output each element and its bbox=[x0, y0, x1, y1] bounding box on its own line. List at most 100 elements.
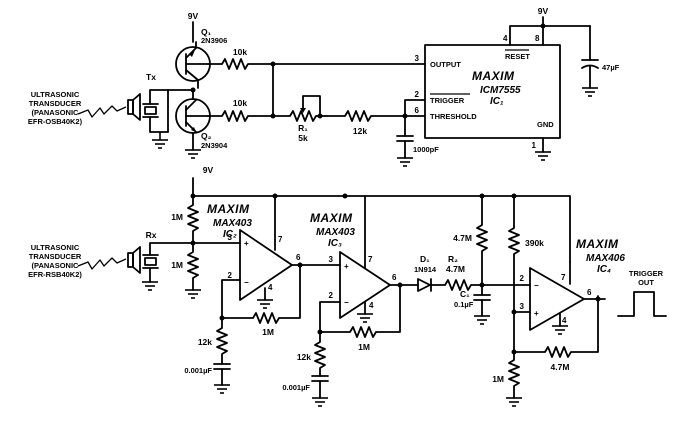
ic2-pin-2: 2 bbox=[228, 271, 233, 280]
trigger-out-label-2: OUT bbox=[638, 278, 654, 287]
ic1-ref: IC₁ bbox=[490, 96, 504, 107]
r1-pot-resistor bbox=[272, 110, 326, 122]
supply-9v-top: 9V bbox=[188, 11, 199, 21]
tx-label: Tx bbox=[146, 72, 156, 82]
ic3-pin-6: 6 bbox=[392, 273, 397, 282]
ic3-ground-icon bbox=[357, 313, 373, 323]
ic3-pin-3: 3 bbox=[329, 255, 334, 264]
rx-label: Rx bbox=[146, 230, 157, 240]
ic4-pin-3: 3 bbox=[520, 302, 525, 311]
q1-ref: Q₁ bbox=[201, 27, 212, 37]
ic2-c-value: 0.001µF bbox=[184, 366, 212, 375]
ic4-pin-2: 2 bbox=[520, 274, 525, 283]
rx-wave-zigzag bbox=[77, 257, 127, 270]
c1-ref: C₁ bbox=[460, 289, 470, 299]
ic1-supply-9v: 9V bbox=[538, 6, 549, 16]
ic1-pin-2: 2 bbox=[415, 90, 420, 99]
ic4-minus-sign: − bbox=[534, 281, 539, 290]
r-1m-bottom-resistor bbox=[508, 311, 520, 399]
r1-value: 5k bbox=[298, 133, 308, 143]
ic2-inv-wire bbox=[221, 279, 241, 319]
c-1000pf-ground-icon bbox=[397, 157, 413, 167]
rx-crystal-icon bbox=[142, 254, 159, 269]
rx-speaker-icon bbox=[127, 246, 141, 274]
ic3-c-value: 0.001µF bbox=[282, 383, 310, 392]
rail-junction-3 bbox=[342, 193, 348, 199]
ic2-12k-value: 12k bbox=[198, 337, 212, 347]
ic3-inv-wire bbox=[319, 301, 341, 333]
ic4-comparator-icon bbox=[529, 267, 585, 331]
ic1-part: ICM7555 bbox=[480, 85, 521, 96]
ic3-rf-value: 1M bbox=[358, 342, 370, 352]
r-div-bot-value: 1M bbox=[171, 260, 183, 270]
ic1-reset-pin: RESET bbox=[505, 52, 530, 61]
ic3-minus-sign: − bbox=[344, 298, 349, 307]
ic1-pin-8: 8 bbox=[535, 34, 540, 43]
r-fb-47m-value: 4.7M bbox=[551, 362, 570, 372]
ic1-reset-wire bbox=[509, 25, 591, 46]
ic2-minus-sign: − bbox=[244, 278, 249, 287]
ic1-ground-icon bbox=[535, 151, 551, 161]
ic4-plus-sign: + bbox=[534, 309, 539, 318]
tx-transducer-label-4: EFR-OSB40K2) bbox=[28, 117, 83, 126]
trigger-out-label-1: TRIGGER bbox=[629, 269, 664, 278]
r2-value: 4.7M bbox=[446, 264, 465, 274]
ic2-brand-logo: MAXIM bbox=[207, 202, 250, 216]
ic1-trigger-pin: TRIGGER bbox=[430, 96, 465, 105]
ic2-ground-icon bbox=[257, 299, 273, 309]
ic2-plus-sign: + bbox=[244, 239, 249, 248]
tx-mid-node-wire bbox=[167, 89, 194, 100]
d1-ref: D₁ bbox=[420, 254, 430, 264]
ic2-out-junction bbox=[297, 262, 303, 268]
ic4-brand-logo: MAXIM bbox=[576, 237, 619, 251]
q2-ground-icon bbox=[185, 149, 201, 159]
ic2-rf-value: 1M bbox=[262, 327, 274, 337]
tx-transducer-label-3: (PANASONIC bbox=[32, 108, 80, 117]
ic2-part: MAX403 bbox=[213, 218, 252, 229]
ic3-12k-resistor bbox=[314, 331, 326, 377]
tx-junction-dot bbox=[190, 87, 196, 93]
trigger-pulse-icon bbox=[617, 291, 667, 317]
ic2-rf-resistor bbox=[221, 264, 301, 324]
q2-ref: Q₂ bbox=[201, 131, 212, 141]
ic2-12k-resistor bbox=[216, 317, 228, 365]
d1-part: 1N914 bbox=[414, 265, 437, 274]
ic4-ground-icon bbox=[552, 325, 568, 335]
rx-transducer-label-4: EFR-RSB40K2) bbox=[28, 270, 82, 279]
ic2-opamp-icon bbox=[239, 229, 293, 301]
c1-ground-icon bbox=[474, 315, 490, 325]
r-12k-resistor bbox=[324, 110, 406, 122]
ic3-out-junction bbox=[397, 282, 403, 288]
ic4-pin-4: 4 bbox=[562, 316, 567, 325]
r1-ref: R₁ bbox=[298, 123, 308, 133]
junction-vcc bbox=[540, 23, 546, 29]
r2-ref: R₂ bbox=[448, 254, 458, 264]
r-div-top-value: 1M bbox=[171, 212, 183, 222]
r-pull-47m-resistor bbox=[476, 195, 488, 286]
ic2-ref: IC₂ bbox=[223, 229, 237, 240]
rail-9v-label: 9V bbox=[203, 165, 214, 175]
ic2-pin-7: 7 bbox=[278, 235, 283, 244]
r-q1-value: 10k bbox=[233, 47, 247, 57]
ic1-pin-6: 6 bbox=[415, 106, 420, 115]
rx-wire-top bbox=[149, 242, 194, 256]
c1-value: 0.1µF bbox=[454, 300, 474, 309]
tx-wire-top bbox=[149, 89, 169, 105]
r-1m-bottom-ground-icon bbox=[506, 397, 522, 407]
ic3-rf-resistor bbox=[319, 284, 401, 338]
r-q1-10k-resistor bbox=[207, 58, 274, 70]
r-390k-value: 390k bbox=[525, 238, 544, 248]
ic1-pin-1: 1 bbox=[532, 141, 537, 150]
ic3-part: MAX403 bbox=[316, 227, 355, 238]
ic1-box bbox=[424, 44, 561, 139]
tx-ground-icon bbox=[152, 132, 168, 149]
r1-wiper-wire bbox=[302, 95, 321, 117]
q2-part: 2N3904 bbox=[201, 141, 228, 150]
c-47uf-value: 47µF bbox=[602, 63, 620, 72]
r-q2-10k-resistor bbox=[207, 110, 274, 122]
q1-transistor-icon bbox=[175, 41, 211, 89]
r-pull-47m-value: 4.7M bbox=[453, 233, 472, 243]
d1-diode-icon bbox=[417, 278, 432, 292]
c-47uf-ground-icon bbox=[582, 87, 598, 97]
